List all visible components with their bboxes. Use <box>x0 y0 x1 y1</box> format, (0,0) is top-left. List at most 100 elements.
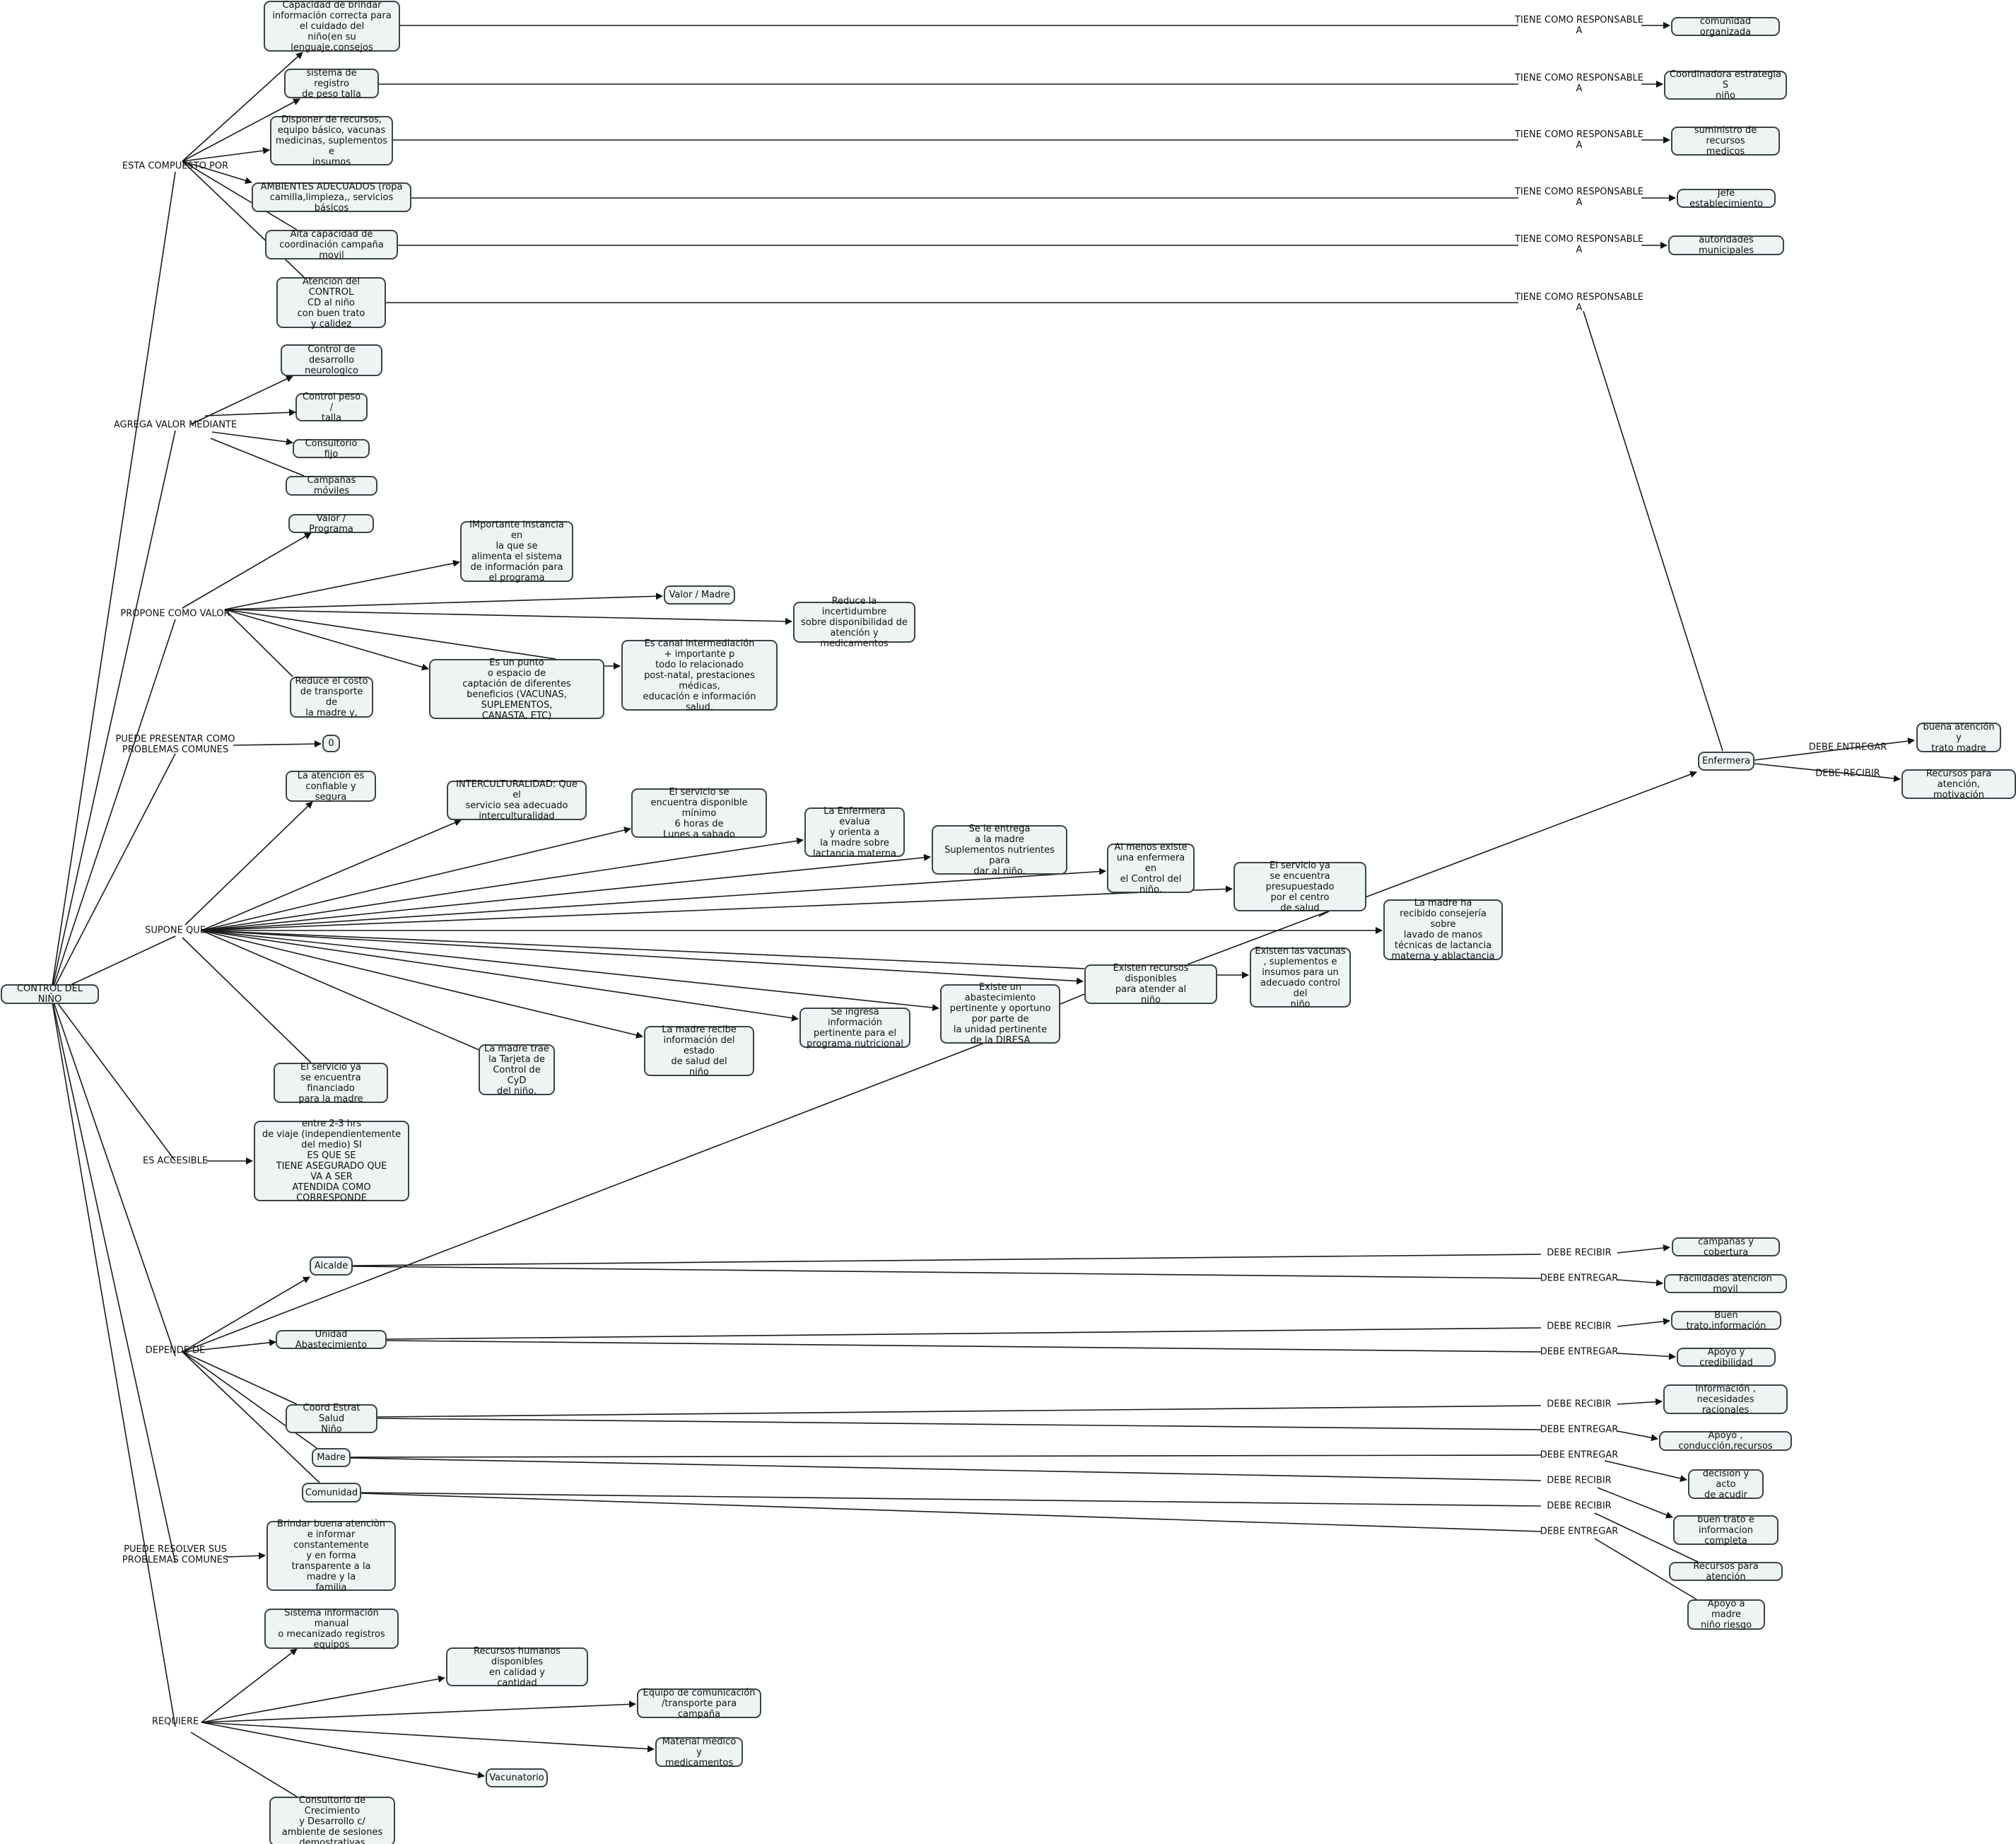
connector-line <box>50 993 176 1162</box>
concept-node-atencion-confiable[interactable]: La atención es confiable y segura <box>286 771 376 803</box>
concept-node-vacunatorio[interactable]: Vacunatorio <box>486 1768 548 1787</box>
connector-line <box>1754 763 1901 783</box>
connector-line <box>201 868 1106 931</box>
concept-node-recursos-disponibles[interactable]: Existen recursos disponibles para atende… <box>1084 963 1217 1005</box>
concept-node-existen-vacunas[interactable]: Existen las vacunas , suplementos e insu… <box>1250 946 1351 1010</box>
root-node[interactable]: CONTROL DEL NIÑO <box>1 984 99 1005</box>
link-label-responsable-4: TIENE COMO RESPONSABLE A <box>1514 187 1644 208</box>
connector-line <box>182 161 252 185</box>
concept-node-recursos-motivacion[interactable]: Recursos para atención, motivación <box>1901 769 2016 800</box>
concept-node-suministro-recursos[interactable]: suministro de recursos medicos <box>1671 125 1780 157</box>
connector-line <box>190 1732 298 1797</box>
concept-node-valor-programa[interactable]: Valor / Programa <box>288 513 374 535</box>
concept-node-canal-intermediacion[interactable]: Es canal intermediación + importante p t… <box>621 638 778 713</box>
connector-line <box>1597 1487 1673 1519</box>
concept-node-atencion-control[interactable]: Atencion del CONTROL CD al niño con buen… <box>276 276 386 329</box>
concept-node-reduce-incertidumbre[interactable]: Reduce la incertidumbre sobre disponibil… <box>793 596 915 649</box>
connector-line <box>50 993 176 1357</box>
concept-node-facilidades-atencion[interactable]: Facilidades atencion movil <box>1664 1273 1787 1295</box>
connector-line <box>182 1276 310 1353</box>
connector-line <box>201 853 931 931</box>
concept-node-ambientes-adecuados[interactable]: AMBIENTES ADECUADOS (ropa camilla,limpie… <box>252 182 411 214</box>
link-label-unidad-recibir: DEBE RECIBIR <box>1547 1321 1612 1332</box>
connector-line <box>201 930 939 1012</box>
concept-node-consultorio-crecimiento[interactable]: Consultorio de Crecimiento y Desarrollo … <box>269 1795 395 1844</box>
concept-node-comunidad[interactable]: Comunidad <box>302 1483 361 1502</box>
concept-node-importante-instancia[interactable]: IMportante instancia en la que se alimen… <box>460 520 573 583</box>
concept-node-unidad-abastecimiento[interactable]: Unidad Abastecimiento <box>276 1329 387 1350</box>
connector-line <box>204 409 296 416</box>
concept-node-ingresa-informacion[interactable]: Se ingresa información pertinente para e… <box>799 1007 910 1049</box>
concept-node-enfermera-evalua[interactable]: La Enfermera evalua y orienta a la madre… <box>804 806 905 859</box>
concept-node-recursos-humanos[interactable]: Recursos humanos disponibles en calidad … <box>446 1646 588 1688</box>
concept-node-zero[interactable]: 0 <box>322 735 340 752</box>
concept-node-jefe-establecimiento[interactable]: Jefe establecimiento <box>1677 188 1776 209</box>
connector-line <box>211 431 293 445</box>
concept-node-comunidad-organizada[interactable]: comunidad organizada <box>1671 16 1780 37</box>
concept-node-campanas-cobertura[interactable]: campañas y cobertura <box>1672 1237 1780 1258</box>
concept-node-recursos-atencion[interactable]: Recursos para atención <box>1669 1561 1783 1582</box>
link-label-supone-que: SUPONE QUE <box>145 925 206 936</box>
concept-node-madre-recibe-info[interactable]: La madre recibe información del estado d… <box>644 1025 754 1078</box>
concept-node-campanas-moviles[interactable]: Campañas móviles <box>286 475 377 496</box>
concept-node-alcalde[interactable]: Alcalde <box>310 1256 353 1276</box>
link-label-coord-entregar: DEBE ENTREGAR <box>1540 1424 1619 1435</box>
concept-node-sistema-informacion[interactable]: Sistema información manual o mecanizado … <box>264 1608 399 1650</box>
concept-node-equipo-comunicacion[interactable]: Equipo de comunicación /transporte para … <box>637 1688 761 1720</box>
concept-node-interculturalidad[interactable]: INTERCULTURALIDAD: Que el servicio sea a… <box>447 779 587 822</box>
link-label-responsable-3: TIENE COMO RESPONSABLE A <box>1514 129 1644 151</box>
link-label-madre-recibir: DEBE RECIBIR <box>1547 1475 1612 1486</box>
connector-line <box>1617 1244 1670 1254</box>
connector-line <box>50 753 176 995</box>
concept-node-suplementos-madre[interactable]: Se le entrega a la madre Suplementos nut… <box>932 824 1067 877</box>
connector-line <box>182 1351 320 1483</box>
concept-node-autoridades-municipales[interactable]: autoridades municipales <box>1668 235 1784 256</box>
connector-line <box>201 1722 485 1779</box>
concept-node-apoyo-credibilidad[interactable]: Apoyo y credibilidad <box>1677 1347 1776 1368</box>
concept-node-consejeria-madre[interactable]: La madre ha recibido consejería sobre la… <box>1383 898 1503 962</box>
concept-node-disponer-recursos[interactable]: Disponer de recursos, equipo básico, vac… <box>270 115 393 168</box>
connector-line <box>1583 310 1723 752</box>
concept-node-enfermera[interactable]: Enfermera <box>1698 752 1754 771</box>
connector-line <box>50 993 176 1727</box>
connector-line <box>386 1327 1542 1340</box>
concept-node-madre[interactable]: Madre <box>312 1448 351 1467</box>
concept-node-alta-capacidad[interactable]: Alta capacidad de coordinación campaña m… <box>265 229 398 261</box>
connector-line <box>201 1722 655 1753</box>
concept-node-servicio-financiado[interactable]: El servicio ya se encuentra financiado p… <box>274 1062 388 1104</box>
concept-node-control-desarrollo[interactable]: Control de desarrollo neurologico <box>281 344 382 376</box>
concept-node-material-medico[interactable]: Material medico y medicamentos <box>655 1737 743 1768</box>
concept-node-servicio-disponible[interactable]: El servicio se encuentra disponible míni… <box>631 787 767 840</box>
concept-node-informacion-necesidades[interactable]: Información , necesidades racionales <box>1663 1384 1788 1416</box>
concept-node-buena-atencion-trato[interactable]: buena atención y trato madre <box>1916 722 2001 754</box>
connector-line <box>50 171 176 995</box>
connector-line <box>224 593 663 610</box>
concept-node-brindar-buena-atencion[interactable]: Brindar buena atenciòn e informar consta… <box>266 1519 396 1593</box>
link-label-responsable-2: TIENE COMO RESPONSABLE A <box>1514 73 1644 94</box>
concept-node-reduce-costo[interactable]: Reduce el costo de transporte de la madr… <box>290 676 373 718</box>
link-label-requiere: REQUIERE <box>151 1716 199 1727</box>
concept-node-servicio-presupuestado[interactable]: El servicio ya se encuentra presupuestad… <box>1233 860 1366 914</box>
concept-node-punto-captacion[interactable]: Es un punto o espacio de captación de di… <box>429 658 604 721</box>
concept-node-madre-trae-tarjeta[interactable]: La madre trae la Tarjeta de Control de C… <box>479 1044 555 1097</box>
concept-node-buen-trato-informacion[interactable]: Buen trato,información <box>1671 1310 1781 1331</box>
connector-line <box>1617 1353 1676 1360</box>
connector-line <box>352 1266 1542 1279</box>
concept-node-valor-madre[interactable]: Valor / Madre <box>664 585 735 605</box>
connector-line <box>201 885 1233 931</box>
concept-node-al-menos-enfermera[interactable]: Al menos existe una enfermera en el Cont… <box>1107 842 1195 895</box>
connector-line <box>201 827 631 931</box>
concept-node-consultorio-fijo[interactable]: Consultorio fijo <box>293 438 370 460</box>
concept-node-sistema-registro[interactable]: sistema de registro de peso talla <box>284 68 379 100</box>
link-label-comunidad-entregar: DEBE ENTREGAR <box>1540 1526 1619 1537</box>
concept-node-coordinadora-estrategia[interactable]: Coordinadora estrategia S niño <box>1664 69 1787 101</box>
concept-node-apoyo-conduccion[interactable]: Apoyo , conducción,recursos <box>1659 1430 1792 1452</box>
concept-node-buen-trato-completa[interactable]: buen trato e informacion completa <box>1673 1515 1778 1546</box>
concept-node-horas-viaje[interactable]: entre 2-3 hrs de viaje (independientemen… <box>254 1119 409 1203</box>
concept-node-apoyo-madre-nino[interactable]: Apoyo a madre niño riesgo <box>1687 1599 1765 1630</box>
concept-node-capacidad-informacion[interactable]: Capacidad de brindar información correct… <box>264 0 400 53</box>
concept-node-control-peso-talla[interactable]: Control peso / talla <box>295 392 368 424</box>
concept-node-abastecimiento-diresa[interactable]: Existe un abastecimiento pertinente y op… <box>940 982 1060 1046</box>
concept-node-coord-estrat[interactable]: Coord Estrat Salud Niño <box>286 1403 377 1435</box>
concept-node-decision-acudir[interactable]: decision y acto de acudir <box>1688 1469 1764 1500</box>
